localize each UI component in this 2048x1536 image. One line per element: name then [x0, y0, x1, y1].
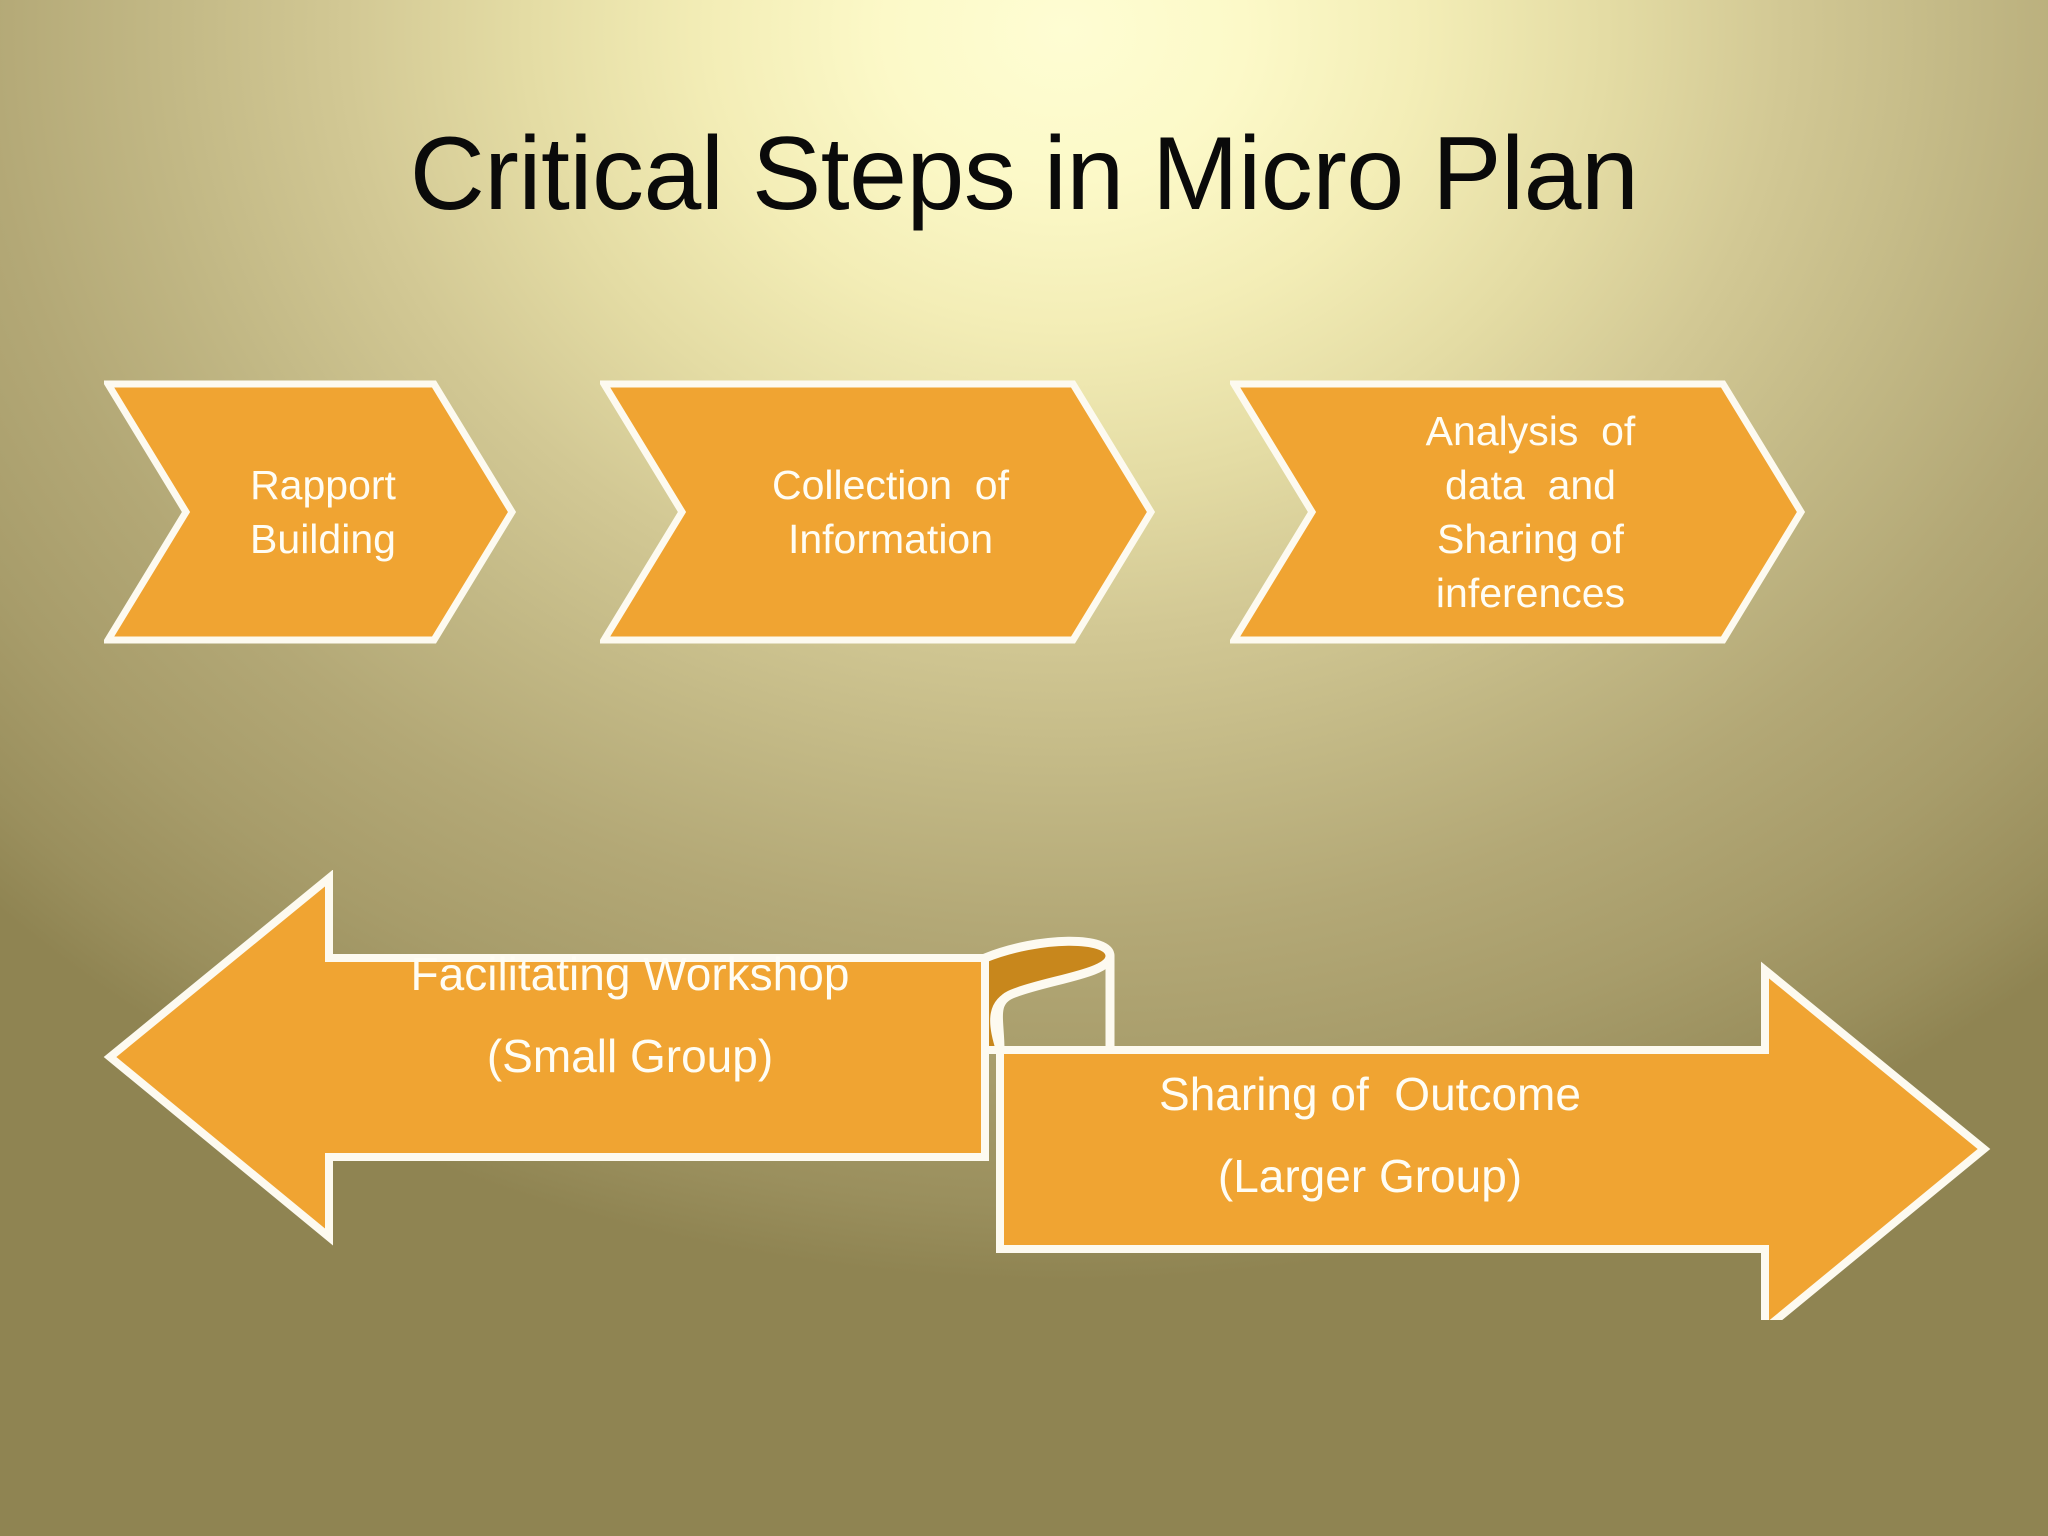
outcome-arrow-band: Facilitating Workshop (Small Group) Shar… — [0, 870, 2048, 1320]
process-step-collection-of-information[interactable]: Collection of Information — [600, 380, 1155, 644]
ribbon-arrows-graphic — [103, 870, 1991, 1320]
ribbon-fold-icon — [980, 936, 1115, 1055]
page-title: Critical Steps in Micro Plan — [409, 116, 1639, 232]
process-step-analysis-and-sharing[interactable]: Analysis of data and Sharing of inferenc… — [1230, 380, 1805, 644]
right-arrow-shape-icon[interactable] — [996, 961, 1991, 1320]
left-arrow-shape-icon[interactable] — [103, 870, 989, 1246]
process-step-rapport-building[interactable]: Rapport Building — [104, 380, 516, 644]
process-chevron-row: Rapport Building Collection of Informati… — [0, 380, 2048, 650]
chevron-shape-icon — [600, 380, 1155, 644]
chevron-shape-icon — [104, 380, 516, 644]
chevron-shape-icon — [1230, 380, 1805, 644]
